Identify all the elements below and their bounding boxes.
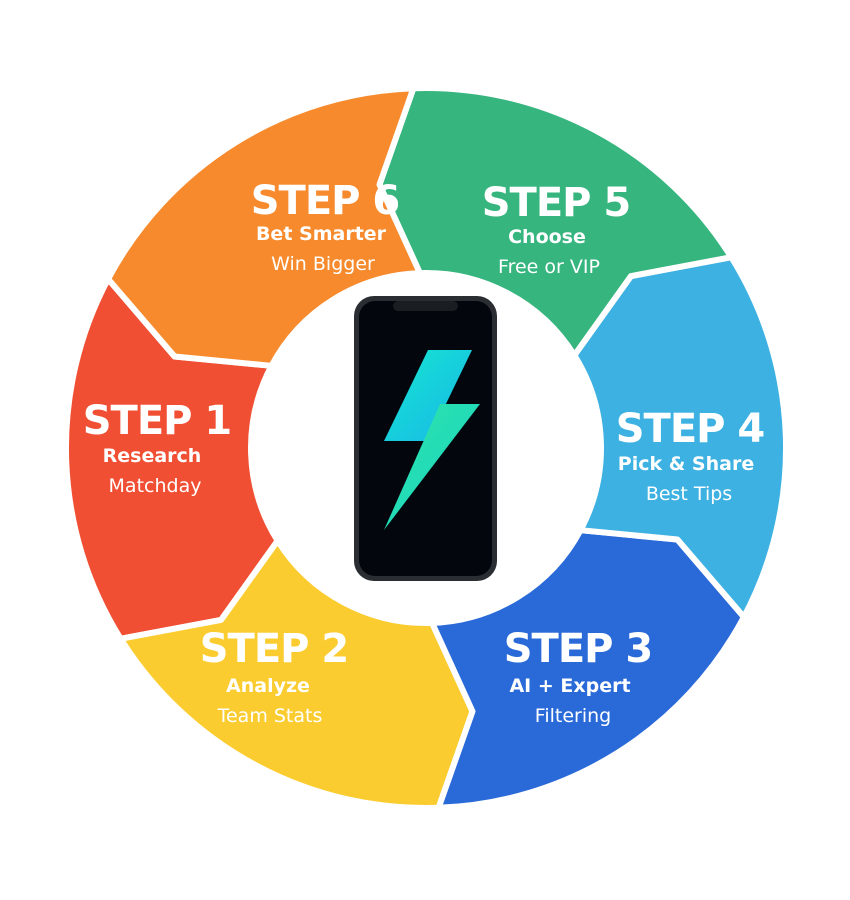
lightning-bolt-upper — [384, 350, 472, 441]
step-2-title: STEP 2 — [200, 626, 349, 672]
step-5-label: STEP 5 Choose Free or VIP — [482, 180, 632, 278]
step-3-line1: AI + Expert — [509, 675, 630, 697]
step-3-label: STEP 3 AI + Expert Filtering — [504, 626, 654, 727]
step-4-label: STEP 4 Pick & Share Best Tips — [616, 406, 766, 505]
step-6-line1: Bet Smarter — [256, 223, 387, 245]
step-4-line2: Best Tips — [646, 483, 732, 505]
step-4-arrow-segment — [571, 254, 790, 620]
step-5-line1: Choose — [508, 226, 586, 248]
step-6-line2: Win Bigger — [271, 253, 375, 275]
step-1-title: STEP 1 — [83, 398, 232, 444]
segments — [62, 84, 790, 812]
step-2-label: STEP 2 Analyze Team Stats — [200, 626, 350, 727]
step-2-line2: Team Stats — [217, 705, 323, 727]
step-1-label: STEP 1 Research Matchday — [83, 398, 233, 497]
step-2-line1: Analyze — [226, 675, 310, 697]
step-6-title: STEP 6 — [251, 178, 400, 224]
step-5-arrow-segment — [376, 84, 735, 359]
step-1-line2: Matchday — [109, 475, 202, 497]
step-5-title: STEP 5 — [482, 180, 631, 226]
phone-notch — [393, 301, 458, 311]
phone-with-lightning-bolt-icon — [354, 296, 497, 581]
step-5-line2: Free or VIP — [498, 256, 600, 278]
step-4-title: STEP 4 — [616, 406, 765, 452]
step-1-arrow-segment — [62, 276, 281, 642]
step-3-line2: Filtering — [535, 705, 611, 727]
step-4-line1: Pick & Share — [618, 453, 754, 475]
step-2-arrow-segment — [117, 537, 476, 812]
step-3-title: STEP 3 — [504, 626, 653, 672]
step-1-line1: Research — [103, 445, 202, 467]
step-6-arrow-segment — [105, 85, 423, 369]
lightning-bolt-lower — [384, 404, 480, 530]
step-3-arrow-segment — [429, 527, 747, 811]
step-6-label: STEP 6 Bet Smarter Win Bigger — [251, 178, 401, 275]
